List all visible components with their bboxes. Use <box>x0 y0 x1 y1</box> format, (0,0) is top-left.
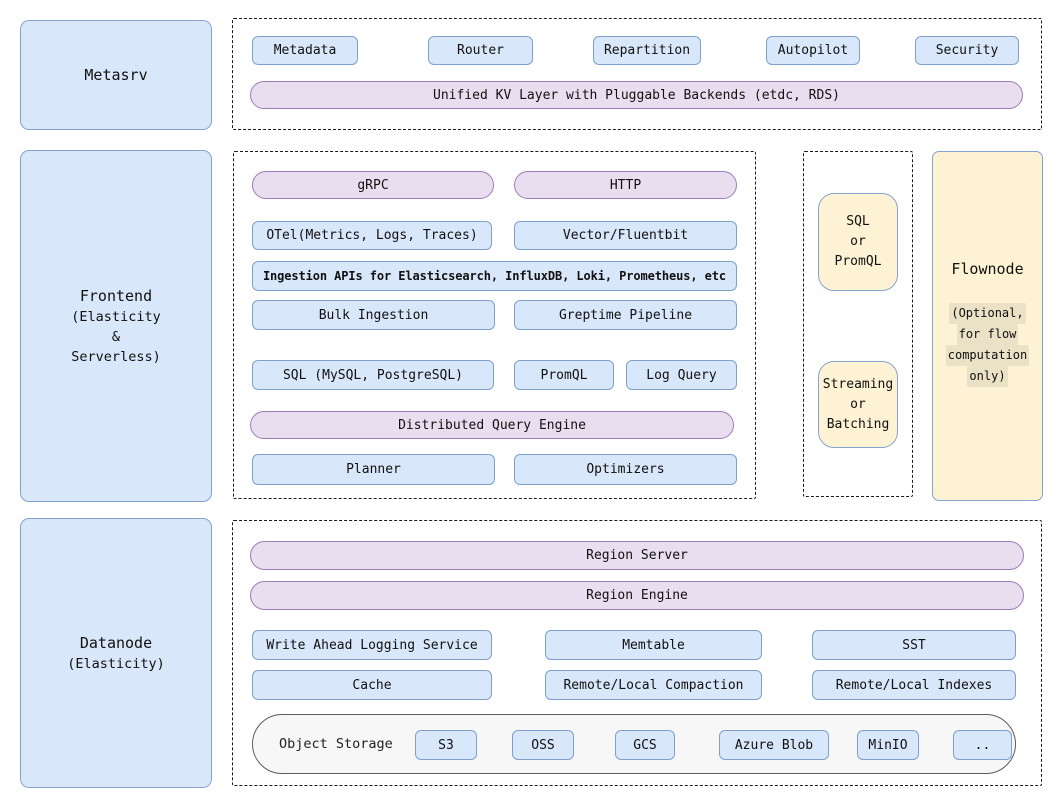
oss-box: OSS <box>512 730 574 760</box>
otel-box: OTel(Metrics, Logs, Traces) <box>252 221 492 250</box>
metadata-box: Metadata <box>252 36 358 65</box>
minio-box: MinIO <box>857 730 919 760</box>
autopilot-box: Autopilot <box>766 36 860 65</box>
sst-box: SST <box>812 630 1016 660</box>
azure-blob-label: Azure Blob <box>734 737 814 753</box>
bulk-ingestion-box: Bulk Ingestion <box>252 300 495 330</box>
vector-fluentbit-box: Vector/Fluentbit <box>514 221 737 250</box>
unified-kv-layer-pill: Unified KV Layer with Pluggable Backends… <box>250 81 1023 109</box>
metasrv-lane-box: Metasrv <box>20 20 212 130</box>
memtable-box: Memtable <box>545 630 762 660</box>
memtable-label: Memtable <box>622 637 685 653</box>
cache-label: Cache <box>352 677 392 693</box>
streaming-or-batching-line3: Batching <box>826 416 890 432</box>
frontend-lane-sub1: (Elasticity <box>71 308 161 325</box>
remote-local-indexes-box: Remote/Local Indexes <box>812 670 1016 700</box>
minio-label: MinIO <box>868 737 908 753</box>
flownode-box: Flownode (Optional, for flow computation… <box>932 151 1043 501</box>
streaming-or-batching-line2: or <box>850 396 866 412</box>
wal-service-box: Write Ahead Logging Service <box>252 630 492 660</box>
cache-box: Cache <box>252 670 492 700</box>
bulk-ingestion-label: Bulk Ingestion <box>318 307 429 323</box>
log-query-label: Log Query <box>646 367 717 383</box>
optimizers-box: Optimizers <box>514 454 737 485</box>
flownode-title: Flownode <box>951 260 1024 278</box>
security-label: Security <box>935 43 999 58</box>
region-engine-label: Region Engine <box>586 588 688 603</box>
router-label: Router <box>457 43 504 58</box>
datanode-lane-title: Datanode <box>79 633 153 652</box>
oss-label: OSS <box>531 737 555 753</box>
flownode-subtitle-line2: for flow <box>956 324 1019 345</box>
wal-service-label: Write Ahead Logging Service <box>266 637 478 653</box>
http-pill: HTTP <box>514 171 737 199</box>
flownode-subtitle-line3: computation <box>945 345 1030 366</box>
otel-label: OTel(Metrics, Logs, Traces) <box>266 228 478 243</box>
planner-box: Planner <box>252 454 495 485</box>
planner-label: Planner <box>346 462 401 477</box>
object-storage-label: Object Storage <box>279 736 393 752</box>
frontend-lane-sub2: & <box>111 328 121 345</box>
repartition-box: Repartition <box>593 36 701 65</box>
gcs-label: GCS <box>633 737 657 753</box>
frontend-lane-sub3: Serverless) <box>71 348 161 365</box>
http-label: HTTP <box>609 177 642 193</box>
grpc-label: gRPC <box>357 177 389 193</box>
flownode-subtitle-line1: (Optional, <box>949 303 1026 324</box>
flownode-subtitle: (Optional, for flow computation only) <box>945 303 1030 387</box>
grpc-pill: gRPC <box>252 171 494 199</box>
region-engine-pill: Region Engine <box>250 581 1024 610</box>
optimizers-label: Optimizers <box>586 462 665 477</box>
sst-label: SST <box>902 637 926 653</box>
log-query-box: Log Query <box>626 360 737 390</box>
greptime-pipeline-label: Greptime Pipeline <box>558 307 693 323</box>
streaming-or-batching-box: Streaming or Batching <box>818 361 898 448</box>
metasrv-lane-title: Metasrv <box>84 65 148 84</box>
greptime-pipeline-box: Greptime Pipeline <box>514 300 737 330</box>
s3-label: S3 <box>438 737 454 753</box>
more-providers-label: .. <box>974 737 991 753</box>
flownode-subtitle-line4: only) <box>967 366 1008 387</box>
object-storage-container: Object Storage S3 OSS GCS Azure Blob Min… <box>252 714 1016 774</box>
streaming-or-batching-line1: Streaming <box>822 376 894 392</box>
autopilot-label: Autopilot <box>777 43 849 58</box>
vector-fluentbit-label: Vector/Fluentbit <box>562 228 689 243</box>
sql-or-promql-line2: or <box>850 234 866 249</box>
remote-local-compaction-box: Remote/Local Compaction <box>545 670 762 700</box>
router-box: Router <box>428 36 533 65</box>
distributed-query-engine-label: Distributed Query Engine <box>398 417 586 433</box>
unified-kv-layer-label: Unified KV Layer with Pluggable Backends… <box>433 87 840 103</box>
datanode-group-container <box>232 520 1042 786</box>
frontend-lane-title: Frontend <box>79 286 153 305</box>
remote-local-compaction-label: Remote/Local Compaction <box>563 677 744 693</box>
promql-box: PromQL <box>514 360 614 390</box>
security-box: Security <box>915 36 1019 65</box>
ingestion-apis-box: Ingestion APIs for Elasticsearch, Influx… <box>252 261 737 291</box>
metasrv-group-container <box>232 18 1042 130</box>
sql-or-promql-box: SQL or PromQL <box>818 193 898 291</box>
sql-box: SQL (MySQL, PostgreSQL) <box>252 360 494 390</box>
sql-or-promql-line3: PromQL <box>834 254 882 269</box>
azure-blob-box: Azure Blob <box>719 730 829 760</box>
s3-box: S3 <box>415 730 477 760</box>
repartition-label: Repartition <box>603 43 691 58</box>
distributed-query-engine-pill: Distributed Query Engine <box>250 411 734 439</box>
more-providers-box: .. <box>953 730 1012 760</box>
promql-label: PromQL <box>540 367 588 383</box>
frontend-lane-box: Frontend (Elasticity & Serverless) <box>20 150 212 502</box>
datanode-lane-sub: (Elasticity) <box>67 655 165 672</box>
region-server-pill: Region Server <box>250 541 1024 570</box>
datanode-lane-box: Datanode (Elasticity) <box>20 518 212 788</box>
frontend-group-container <box>233 151 756 499</box>
gcs-box: GCS <box>615 730 675 760</box>
flow-link-container <box>803 151 913 497</box>
remote-local-indexes-label: Remote/Local Indexes <box>835 677 993 693</box>
ingestion-apis-label: Ingestion APIs for Elasticsearch, Influx… <box>262 269 727 283</box>
sql-label: SQL (MySQL, PostgreSQL) <box>282 367 463 383</box>
sql-or-promql-line1: SQL <box>846 214 870 229</box>
region-server-label: Region Server <box>586 548 688 563</box>
metadata-label: Metadata <box>273 43 337 58</box>
